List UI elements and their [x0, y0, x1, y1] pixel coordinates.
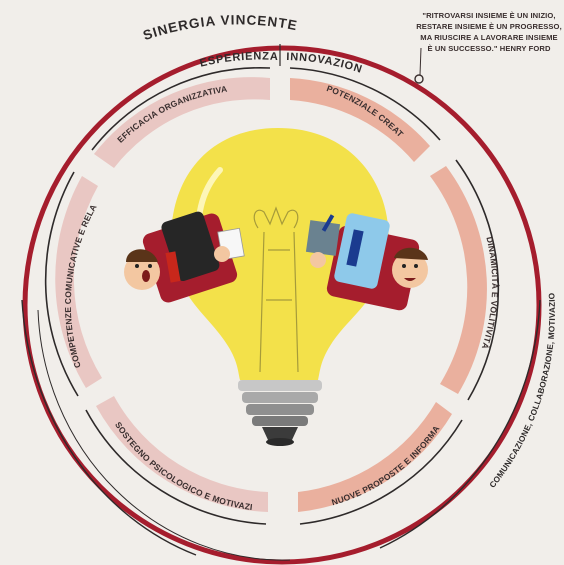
ring-segments — [55, 77, 487, 512]
segment-top-left — [94, 77, 270, 168]
header-esperienza: ESPERIENZA — [199, 50, 279, 69]
outer-arc-right — [379, 299, 541, 549]
lightbulb-icon — [171, 128, 389, 446]
segment-top-right — [290, 78, 430, 162]
quote-connector — [419, 47, 422, 76]
segment-bottom-left — [96, 396, 268, 512]
outer-arc-left — [21, 299, 197, 556]
quote-line: È UN SUCCESSO." HENRY FORD — [427, 44, 551, 53]
quote-line: "RITROVARSI INSIEME È UN INIZIO, — [422, 11, 556, 20]
segment-bottom-right — [298, 402, 452, 512]
outer-arc-inner — [37, 309, 291, 561]
outer-red-ring — [22, 45, 542, 565]
diagram-title: SINERGIA VINCENTE — [141, 12, 299, 43]
businessman-left-icon — [124, 211, 245, 303]
henry-ford-quote: "RITROVARSI INSIEME È UN INIZIO, RESTARE… — [416, 10, 562, 54]
businessman-right-icon — [305, 213, 428, 311]
inner-black-ring — [44, 67, 500, 525]
segment-right — [430, 166, 487, 394]
quote-line: MA RIUSCIRE A LAVORARE INSIEME — [420, 33, 558, 42]
quote-connector-dot — [414, 74, 424, 84]
quote-line: RESTARE INSIEME È UN PROGRESSO, — [416, 22, 562, 31]
segment-left — [55, 176, 102, 388]
